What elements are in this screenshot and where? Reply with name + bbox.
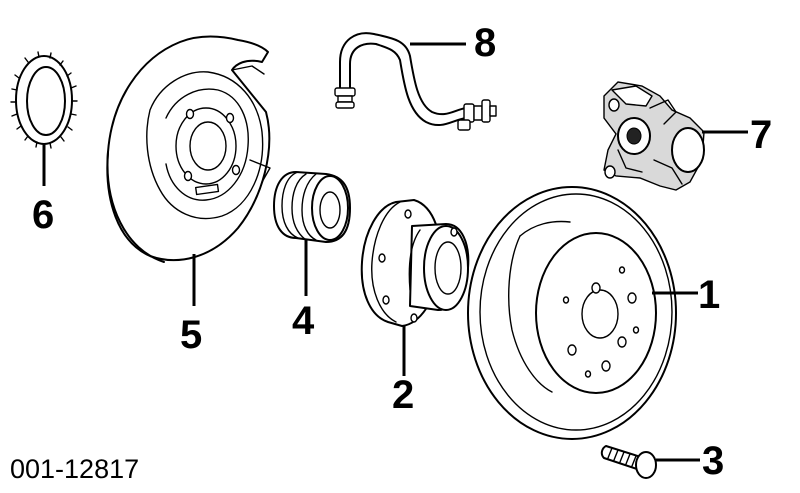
caliper-piston <box>626 127 642 145</box>
callout-5: 5 <box>180 313 202 357</box>
plate-slot <box>194 183 220 196</box>
hub-bore <box>434 241 462 295</box>
rotor-center-hole <box>581 289 619 339</box>
tone-ring-inner <box>26 66 66 136</box>
caliper-bleeder <box>649 99 677 125</box>
caliper-mount-hole-bottom <box>604 165 616 179</box>
hub-stud-holes <box>378 209 458 323</box>
rotor-hat-side <box>508 235 553 393</box>
callout-2: 2 <box>392 373 414 417</box>
shield-tab <box>231 65 265 75</box>
part-6-tone-ring <box>10 51 78 149</box>
part-4-bearing <box>273 171 351 243</box>
caliper-cylinder-end <box>671 127 705 173</box>
diagram-reference-number: 001-12817 <box>10 454 139 484</box>
caliper-top-ear <box>611 85 653 107</box>
hub-flange-rim <box>371 201 401 323</box>
callout-7: 7 <box>750 113 772 157</box>
callout-4: 4 <box>292 299 315 343</box>
shield-rim <box>106 151 165 263</box>
bearing-edge <box>281 171 299 239</box>
part-3-wheel-stud <box>600 445 657 479</box>
callout-3: 3 <box>702 439 724 483</box>
bearing-groove-2 <box>301 173 317 241</box>
caliper-mount-hole-top <box>608 98 620 112</box>
rotor-edge <box>479 193 673 431</box>
shield-bracket <box>249 159 271 183</box>
hose-fitting-left <box>334 87 356 109</box>
part-8-brake-hose <box>334 32 497 131</box>
plate-shoe-track <box>165 88 249 201</box>
hose-fitting-right <box>457 99 497 131</box>
bearing-groove-1 <box>291 173 307 241</box>
stud-head <box>635 451 657 479</box>
rotor-hat-top <box>519 220 571 237</box>
plate-bolt-holes <box>183 108 241 182</box>
callout-8: 8 <box>474 21 496 65</box>
callout-1: 1 <box>698 273 720 317</box>
tone-ring-teeth <box>10 51 78 149</box>
bearing-bore <box>319 191 341 229</box>
rotor-stud-holes <box>567 282 637 372</box>
plate-center-hole <box>189 121 227 171</box>
stud-threads <box>607 447 637 467</box>
caliper-web <box>653 159 683 185</box>
hose-outer <box>339 32 467 116</box>
hub-seal <box>408 229 421 291</box>
part-2-hub <box>360 199 470 327</box>
caliper-lower-arm <box>617 149 643 173</box>
part-7-caliper <box>603 81 705 191</box>
rotor-locating-holes <box>562 266 640 378</box>
hose-inner <box>349 42 467 127</box>
callout-6: 6 <box>32 193 54 237</box>
part-1-rotor <box>467 186 677 440</box>
part-5-backing-plate <box>106 35 271 263</box>
